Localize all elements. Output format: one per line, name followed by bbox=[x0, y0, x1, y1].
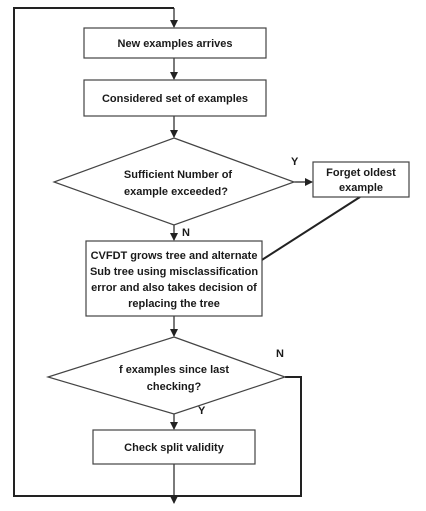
edge-label-fcheck-no: N bbox=[276, 348, 284, 360]
node-considered: Considered set of examples bbox=[83, 79, 267, 117]
node-considered-label: Considered set of examples bbox=[102, 93, 248, 105]
edge-label-fcheck-yes: Y bbox=[198, 405, 206, 417]
edge-label-sufficient-yes: Y bbox=[291, 156, 299, 168]
node-forget: Forget oldest example bbox=[312, 161, 410, 198]
connectors bbox=[13, 7, 361, 504]
node-cvfdt-line-2: Sub tree using misclassification bbox=[90, 266, 258, 278]
node-arrive-label: New examples arrives bbox=[118, 38, 233, 50]
node-fcheck: f examples since last checking? bbox=[45, 336, 287, 415]
node-sufficient: Sufficient Number of example exceeded? bbox=[52, 137, 296, 226]
node-cvfdt: CVFDT grows tree and alternate Sub tree … bbox=[85, 240, 263, 317]
loop-back-line-right bbox=[174, 376, 302, 497]
node-fcheck-line-1: f examples since last bbox=[119, 364, 229, 376]
node-forget-line-1: Forget oldest bbox=[326, 167, 396, 179]
node-split-label: Check split validity bbox=[124, 442, 225, 454]
node-cvfdt-line-1: CVFDT grows tree and alternate bbox=[91, 250, 258, 262]
node-arrive: New examples arrives bbox=[83, 27, 267, 59]
loop-back-line-left bbox=[13, 7, 174, 497]
node-split: Check split validity bbox=[92, 429, 256, 465]
node-cvfdt-line-4: replacing the tree bbox=[128, 298, 220, 310]
node-fcheck-line-2: checking? bbox=[147, 381, 202, 393]
edge-label-sufficient-no: N bbox=[182, 227, 190, 239]
arrow-forget-to-cvfdt bbox=[253, 196, 361, 266]
node-sufficient-line-1: Sufficient Number of bbox=[124, 169, 233, 181]
node-forget-line-2: example bbox=[339, 182, 383, 194]
node-sufficient-line-2: example exceeded? bbox=[124, 186, 228, 198]
node-cvfdt-line-3: error and also takes decision of bbox=[91, 282, 257, 294]
